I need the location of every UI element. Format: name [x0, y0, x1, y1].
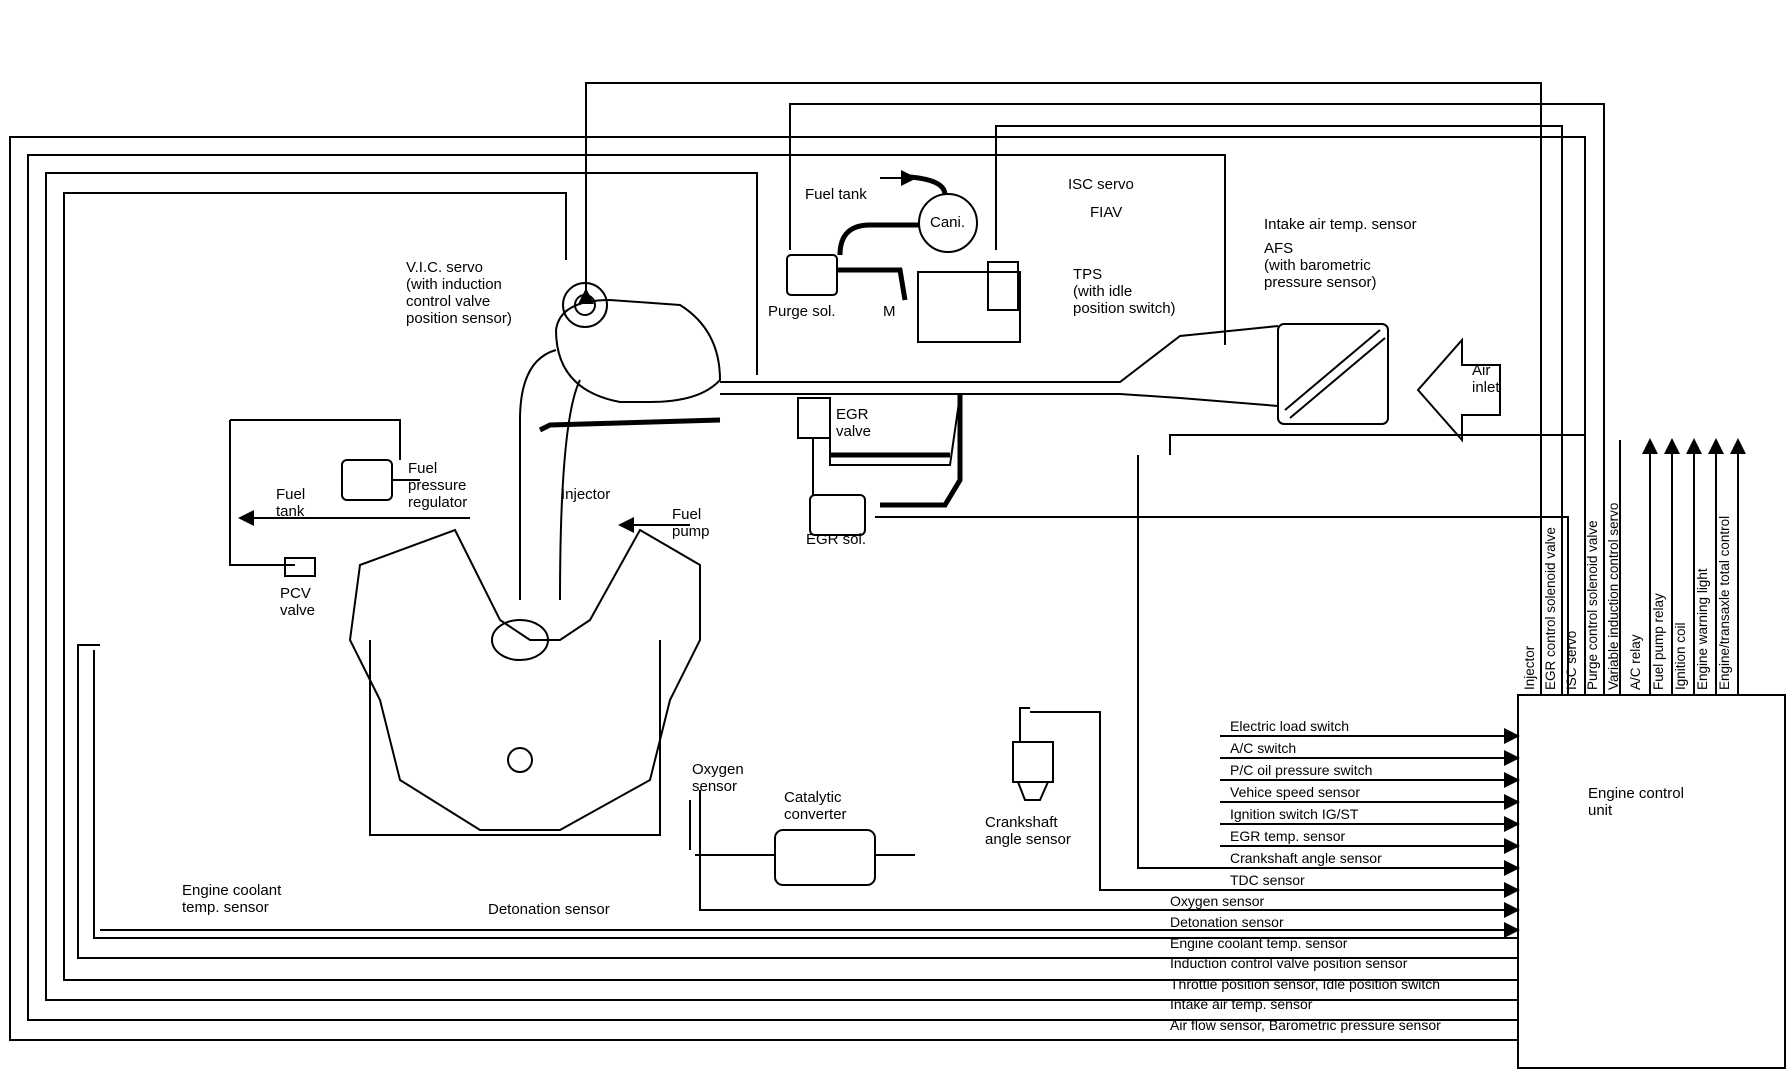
- engine-coolant-temp-sensor-label: Engine coolant temp. sensor: [182, 882, 282, 916]
- harness-wire-4: [63, 192, 1518, 981]
- ecu-input-label: TDC sensor: [1230, 872, 1305, 888]
- fiav-label: FIAV: [1090, 204, 1123, 221]
- vic-servo-label: V.I.C. servo (with induction control val…: [406, 259, 512, 327]
- ecu-input-label: Crankshaft angle sensor: [1230, 850, 1382, 866]
- isc-servo-body: [987, 261, 1019, 311]
- egr-solenoid: [809, 494, 866, 536]
- injector-label: Injector: [561, 486, 611, 503]
- ecu-input-label: Electric load switch: [1230, 718, 1350, 734]
- ecu-output-label: A/C relay: [1628, 634, 1643, 690]
- ecu-input-label: P/C oil pressure switch: [1230, 762, 1373, 778]
- crank-sensor: [1012, 741, 1054, 783]
- ecu-input-label: Air flow sensor, Barometric pressure sen…: [1170, 1017, 1441, 1033]
- catalytic-converter-label: Catalytic converter: [784, 789, 847, 823]
- canister-label: Cani.: [930, 214, 966, 231]
- ecu-input-label: A/C switch: [1230, 740, 1297, 756]
- isc-servo-label: ISC servo: [1068, 176, 1134, 193]
- tps-label: TPS (with idle position switch): [1073, 266, 1176, 317]
- egr-sol-label: EGR sol.: [806, 531, 867, 548]
- air-inlet-arrow: [1416, 337, 1501, 443]
- purge-solenoid: [786, 254, 838, 296]
- ecu-output-label: EGR control solenoid valve: [1543, 527, 1558, 690]
- vic-servo-gear: [562, 282, 608, 328]
- pcv-valve-label: PCV valve: [280, 585, 316, 619]
- wire-pcv-egr: [1169, 434, 1585, 455]
- egr-valve-label: EGR valve: [836, 406, 872, 440]
- ecu-input-label: Induction control valve position sensor: [1170, 955, 1408, 971]
- harness-wire-1: [9, 136, 1586, 1041]
- harness-wire-6: [93, 650, 1518, 939]
- ecu-output-label: Purge control solenoid valve: [1585, 520, 1600, 690]
- wire-injector-top: [578, 82, 1542, 695]
- ecu-output-label: Injector: [1522, 645, 1537, 690]
- fuel-rail: [229, 419, 420, 566]
- air-inlet-label: Air inlet: [1472, 362, 1500, 396]
- ecu-input-label: EGR temp. sensor: [1230, 828, 1346, 844]
- throttle-body: [917, 271, 1021, 343]
- wire-purge: [789, 103, 1605, 695]
- harness-wire-2: [27, 154, 1518, 1021]
- ecu-output-label: Fuel pump relay: [1651, 593, 1666, 690]
- ecu-output-label: Ignition coil: [1673, 622, 1688, 690]
- intake-pipe: [720, 325, 1279, 407]
- oxygen-sensor-label: Oxygen sensor: [692, 761, 744, 795]
- ecu-input-label: Engine coolant temp. sensor: [1170, 935, 1348, 951]
- ecu-output-label: ISC servo: [1564, 630, 1579, 690]
- wire-isc: [995, 125, 1563, 695]
- fuel-pressure-regulator-label: Fuel pressure regulator: [408, 460, 468, 511]
- ecu-output-label: Variable induction control servo: [1606, 502, 1621, 690]
- fuel-pump-label: Fuel pump: [672, 506, 710, 540]
- wire-egr-sol: [875, 516, 1569, 695]
- fuel-tank-left-label: Fuel tank: [276, 486, 306, 520]
- catalytic-converter: [774, 829, 876, 886]
- ecu-label: Engine control unit: [1588, 785, 1684, 819]
- ecu-input-label: Detonation sensor: [1170, 914, 1284, 930]
- ecu-box: [1517, 694, 1786, 1069]
- afs-label: AFS (with barometric pressure sensor): [1264, 240, 1377, 291]
- ecu-input-label: Intake air temp. sensor: [1170, 996, 1313, 1012]
- detonation-sensor-label: Detonation sensor: [488, 901, 610, 918]
- m-mark-label: M: [883, 303, 896, 320]
- ecu-input-label: Throttle position sensor, Idle position …: [1170, 976, 1441, 992]
- intake-air-temp-label: Intake air temp. sensor: [1264, 216, 1417, 233]
- purge-sol-label: Purge sol.: [768, 303, 836, 320]
- air-cleaner: [1277, 323, 1389, 425]
- crankshaft-angle-sensor-label: Crankshaft angle sensor: [985, 814, 1071, 848]
- fuel-tank-top-label: Fuel tank: [805, 186, 867, 203]
- ecu-output-label: Engine warning light: [1695, 568, 1710, 690]
- ecu-output-label: Engine/transaxle total control: [1717, 515, 1732, 690]
- ecu-input-label: Oxygen sensor: [1170, 893, 1265, 909]
- crankshaft: [507, 747, 533, 773]
- engine-block: [348, 528, 701, 831]
- harness-wire-3: [45, 172, 1518, 1001]
- egr-valve-body: [797, 397, 831, 439]
- ecu-input-label: Vehice speed sensor: [1230, 784, 1360, 800]
- ecu-input-label: Ignition switch IG/ST: [1230, 806, 1359, 822]
- harness-wire-5: [77, 644, 1518, 959]
- fuel-pressure-regulator: [341, 459, 393, 501]
- pcv-valve-body: [284, 557, 316, 577]
